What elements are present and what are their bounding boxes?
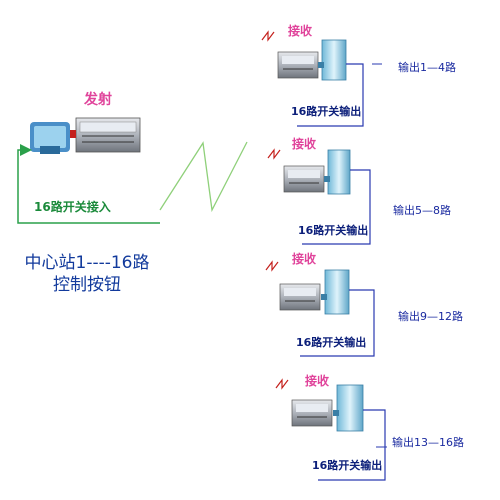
receive-label: 接收 [292,137,317,151]
receive-label: 接收 [292,252,317,266]
receiver-unit-1 [261,30,364,127]
signal-zigzag [159,141,248,213]
antenna-icon [265,260,279,272]
output-label: 16路开关输出 [291,105,362,118]
channel-label: 输出5—8路 [393,204,451,217]
caption-line1: 中心站1----16路 [24,253,150,273]
antenna-icon [261,30,275,42]
output-label: 16路开关输出 [312,459,383,472]
output-arrow [318,409,386,481]
receiver-unit-3 [265,260,375,357]
output-arrow [300,289,375,357]
antenna-icon [267,148,281,160]
receive-label: 接收 [288,24,313,38]
center-station-caption: 中心站1----16路 控制按钮 [2,252,172,296]
channel-label: 输出13—16路 [392,436,464,449]
transmitter-device [70,117,141,153]
channel-label: 输出9—12路 [398,310,463,323]
output-arrow [302,169,371,245]
channel-label: 输出1—4路 [398,61,456,74]
send-label: 发射 [84,92,112,108]
caption-line2: 控制按钮 [53,275,121,296]
output-arrow [297,63,364,127]
receiver-unit-4 [275,378,386,481]
receive-label: 接收 [305,374,330,388]
receiver-unit-2 [267,148,371,245]
input-label: 16路开关接入 [34,200,111,214]
output-label: 16路开关输出 [298,224,369,237]
input-arrow [17,144,160,224]
converter-device [30,122,70,154]
output-label: 16路开关输出 [296,336,367,349]
antenna-icon [275,378,289,390]
